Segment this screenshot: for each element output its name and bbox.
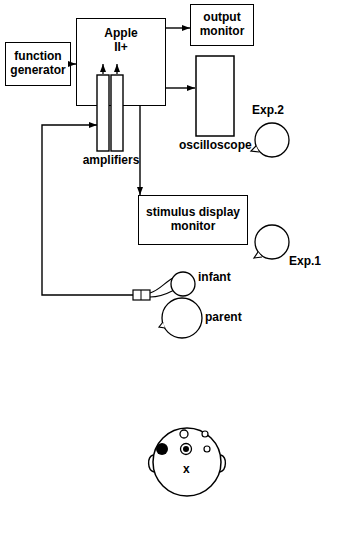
node-text: output monitor bbox=[194, 11, 250, 39]
node-text: oscilloscope bbox=[179, 139, 251, 153]
node-text: stimulus display monitor bbox=[142, 206, 244, 234]
oscilloscope-screen bbox=[195, 55, 235, 137]
amplifier-pair bbox=[96, 74, 126, 152]
node-text: amplifiers bbox=[78, 154, 144, 168]
connector-arrow bbox=[139, 106, 140, 195]
experimenter-nose bbox=[254, 252, 262, 258]
amplifier-figure: amplifiers bbox=[78, 74, 144, 168]
amp-arrow bbox=[116, 64, 117, 74]
subject-label: parent bbox=[205, 311, 242, 325]
connector bbox=[133, 290, 150, 300]
node-text: Apple II+ bbox=[100, 27, 142, 55]
parent-nose bbox=[159, 322, 165, 328]
subject-label: infant bbox=[198, 271, 231, 285]
electrode-site bbox=[156, 443, 168, 455]
amp-arrow bbox=[102, 64, 103, 74]
electrode-site bbox=[204, 446, 210, 452]
experimenter-head bbox=[255, 225, 289, 259]
scalp-map bbox=[153, 428, 221, 496]
marker-label: x bbox=[183, 463, 190, 477]
experiment-label: Exp.2 bbox=[252, 104, 284, 118]
electrode-site bbox=[183, 446, 189, 452]
ear bbox=[149, 455, 154, 472]
experimenter-nose bbox=[251, 146, 259, 152]
generator-box: function generator bbox=[5, 42, 71, 86]
connector bbox=[141, 290, 142, 300]
electrode-lead bbox=[150, 278, 173, 293]
oscilloscope-figure: oscilloscope bbox=[179, 55, 251, 153]
electrode-site bbox=[181, 444, 192, 455]
electrode-site bbox=[180, 430, 188, 438]
monitor-box: output monitor bbox=[190, 4, 254, 46]
ear bbox=[220, 455, 225, 472]
experimenter-head bbox=[255, 123, 289, 157]
experiment-label: Exp.1 bbox=[289, 255, 321, 269]
parent-head bbox=[162, 298, 202, 338]
connector-arrow bbox=[166, 27, 190, 28]
monitor-box: stimulus display monitor bbox=[138, 195, 248, 245]
connector-arrow bbox=[166, 87, 195, 88]
electrode-site bbox=[202, 431, 208, 437]
infant-head bbox=[171, 272, 195, 296]
node-text: function generator bbox=[9, 50, 67, 78]
